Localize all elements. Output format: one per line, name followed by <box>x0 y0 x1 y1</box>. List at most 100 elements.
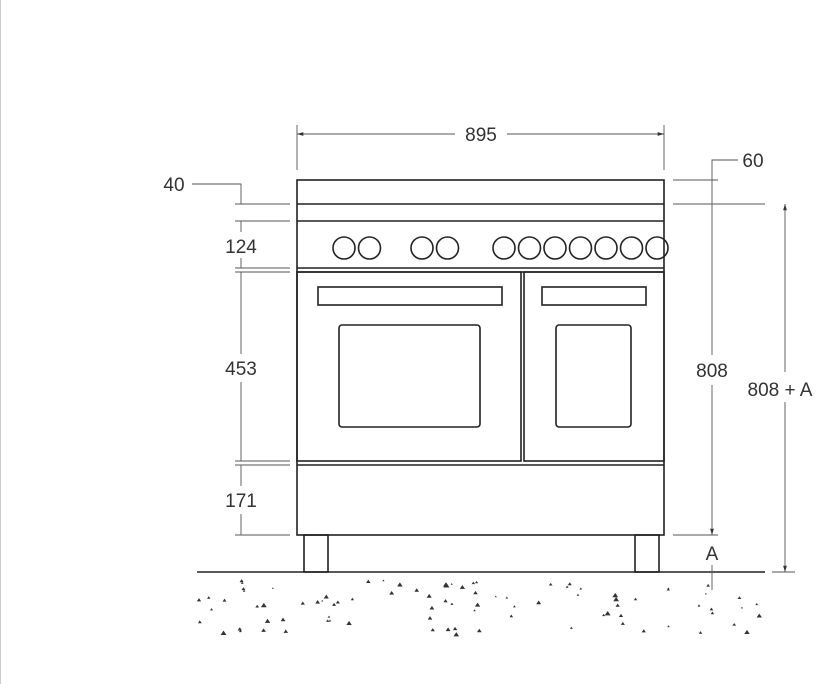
floor-dot <box>604 610 611 616</box>
floor-dot <box>271 587 274 589</box>
floor-dot <box>427 616 433 620</box>
left-oven-window <box>338 324 481 428</box>
floor-dot <box>326 619 330 622</box>
floor-dot <box>280 617 286 622</box>
control-panel-label: 124 <box>225 237 257 258</box>
floor-dot <box>450 583 453 585</box>
floor-dot <box>666 587 670 591</box>
floor-dot <box>445 627 451 632</box>
floor-dot <box>346 620 352 626</box>
top-depth-label: 40 <box>163 175 184 196</box>
floor-dot <box>509 614 514 618</box>
floor-dot <box>579 587 583 590</box>
floor-dot <box>429 605 435 610</box>
floor-dot <box>414 588 420 592</box>
floor-dot <box>710 611 715 615</box>
floor-dot <box>237 627 242 631</box>
floor-dot <box>633 597 638 601</box>
floor-dot <box>740 606 743 609</box>
right-oven-window <box>555 324 632 428</box>
control-knob <box>619 236 644 260</box>
floor-dot <box>327 615 331 618</box>
floor-dot <box>569 626 573 629</box>
floor-dot <box>255 604 259 608</box>
control-knob <box>357 236 382 260</box>
floor-dot <box>620 621 625 625</box>
floor-dot <box>565 585 569 588</box>
floor-dot <box>335 600 340 604</box>
floor-dot <box>476 628 482 633</box>
floor-dot <box>241 587 246 591</box>
floor-dot <box>473 590 478 595</box>
right-foot <box>634 534 660 573</box>
floor-dot <box>443 599 448 603</box>
floor-texture <box>196 579 762 637</box>
floor-dot <box>474 602 481 607</box>
floor-dot <box>321 599 324 602</box>
floor-dot <box>612 592 619 598</box>
floor-dot <box>513 605 516 608</box>
feet-height-label: A <box>706 544 719 565</box>
floor-dot <box>615 603 620 607</box>
floor-dot <box>397 582 403 587</box>
control-knob <box>645 236 669 260</box>
floor-dot <box>430 628 435 632</box>
floor-dot <box>264 618 271 623</box>
control-knob <box>594 236 618 260</box>
floor-dot <box>222 598 227 602</box>
oven-height-label: 453 <box>225 359 257 380</box>
floor-dot <box>209 608 214 611</box>
floor-dot <box>450 602 454 605</box>
floor-dot <box>300 601 305 605</box>
floor-dot <box>704 592 707 595</box>
floor-dot <box>548 582 553 586</box>
floor-dot <box>709 607 714 611</box>
left-oven-door <box>296 271 522 462</box>
floor-dot <box>328 619 332 622</box>
floor-dot <box>755 602 759 606</box>
floor-dot <box>382 579 385 582</box>
floor-dot <box>567 582 572 586</box>
left-foot <box>303 534 329 573</box>
control-knob <box>435 236 460 260</box>
floor-dot <box>283 629 289 633</box>
floor-dot <box>494 595 497 598</box>
floor-dot <box>641 629 646 633</box>
left-height-dimensions: 40 124 453 171 <box>163 175 290 536</box>
floor-dot <box>366 579 371 583</box>
floor-dot <box>261 628 266 632</box>
floor-dot <box>576 593 580 596</box>
floor-dot <box>240 581 244 584</box>
floor-dot <box>452 626 458 631</box>
floor-dot <box>315 600 321 604</box>
floor-dot <box>505 596 509 599</box>
floor-dot <box>260 602 267 608</box>
floor-dot <box>732 622 737 626</box>
right-door-handle <box>541 286 647 306</box>
floor-dot <box>196 598 202 602</box>
width-dimension: 895 <box>296 125 665 170</box>
floor-dot <box>207 596 211 599</box>
width-label: 895 <box>465 125 497 146</box>
floor-dot <box>197 620 202 624</box>
floor-dot <box>698 631 703 634</box>
floor-dot <box>453 632 460 637</box>
floor-dot <box>737 596 742 600</box>
floor-dot <box>667 625 670 628</box>
floor-dot <box>238 629 242 633</box>
control-knob <box>492 236 516 260</box>
floor-dot <box>471 581 476 585</box>
total-height-label: 808 + A <box>748 380 813 401</box>
floor-dot <box>758 614 761 617</box>
control-knobs <box>332 236 669 260</box>
floor-dot <box>323 594 329 599</box>
floor-dot <box>473 609 476 612</box>
floor-dot <box>613 596 620 602</box>
floor-dot <box>426 593 432 598</box>
floor-dot <box>697 604 701 607</box>
control-knob <box>543 236 567 260</box>
floor-dot <box>332 602 337 606</box>
drawer-height-label: 171 <box>225 491 257 512</box>
control-knob <box>410 236 434 260</box>
